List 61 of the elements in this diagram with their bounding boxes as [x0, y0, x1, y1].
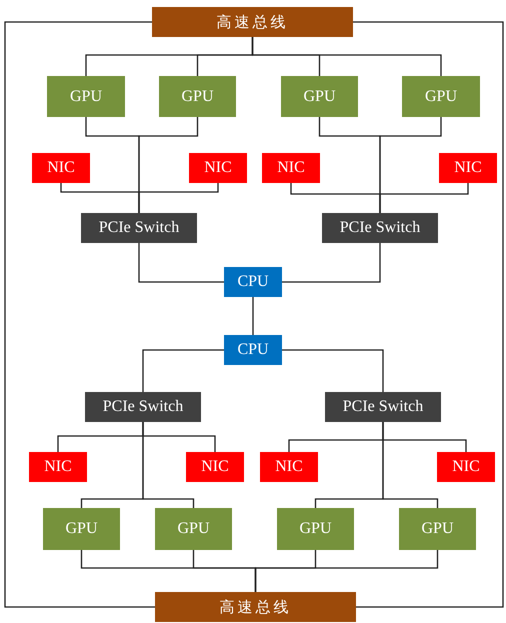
node-label: GPU	[65, 520, 98, 538]
node-label: NIC	[452, 458, 480, 476]
bus-box	[152, 7, 353, 37]
connector-line	[4, 21, 155, 608]
node-label: GPU	[421, 520, 454, 538]
cpu-box	[224, 335, 282, 365]
connector-line	[142, 349, 224, 392]
nic-box	[29, 452, 87, 482]
gpu-box	[159, 76, 236, 117]
node-label: PCIe Switch	[98, 219, 180, 237]
node-label: CPU	[237, 341, 269, 359]
node-label: 高速总线	[216, 13, 288, 32]
cpu-box	[224, 267, 282, 297]
connector-line	[138, 183, 219, 213]
gpu-box	[43, 508, 120, 550]
nic-box	[186, 452, 244, 482]
nic-box	[439, 153, 497, 183]
node-label: GPU	[177, 520, 210, 538]
connector-line	[138, 243, 224, 283]
connector-line	[254, 550, 438, 592]
switch-box	[325, 392, 441, 422]
connector-line	[142, 422, 194, 508]
connector-line	[282, 243, 381, 283]
node-label: NIC	[47, 159, 75, 177]
node-label: NIC	[201, 458, 229, 476]
node-label: GPU	[303, 88, 336, 106]
node-label: GPU	[181, 88, 214, 106]
connector-line	[252, 37, 442, 76]
connector-line	[282, 349, 384, 392]
gpu-box	[402, 76, 480, 117]
node-label: PCIe Switch	[340, 219, 420, 237]
node-label: GPU	[424, 88, 457, 106]
nic-box	[260, 452, 318, 482]
node-label: NIC	[277, 159, 305, 177]
node-label: GPU	[299, 520, 332, 538]
bus-box	[155, 592, 356, 622]
gpu-box	[47, 76, 125, 117]
node-label: NIC	[454, 159, 482, 177]
connector-line	[382, 422, 438, 508]
switch-box	[85, 392, 201, 422]
node-label: NIC	[275, 458, 303, 476]
node-label: GPU	[70, 88, 102, 106]
connector-line	[353, 21, 504, 608]
gpu-box	[277, 508, 354, 550]
connector-line	[252, 297, 254, 335]
connector-line	[379, 183, 469, 213]
node-label: PCIe Switch	[342, 398, 424, 416]
node-label: NIC	[44, 458, 72, 476]
node-label: CPU	[237, 273, 269, 291]
node-label: 高速总线	[220, 598, 292, 616]
nic-box	[262, 153, 320, 183]
node-label: NIC	[204, 159, 232, 177]
gpu-box	[155, 508, 232, 550]
nic-box	[32, 153, 90, 183]
switch-box	[322, 213, 438, 243]
nic-box	[189, 153, 247, 183]
switch-box	[81, 213, 197, 243]
node-label: PCIe Switch	[102, 398, 184, 416]
gpu-box	[399, 508, 476, 550]
gpu-box	[281, 76, 358, 117]
nic-box	[437, 452, 495, 482]
